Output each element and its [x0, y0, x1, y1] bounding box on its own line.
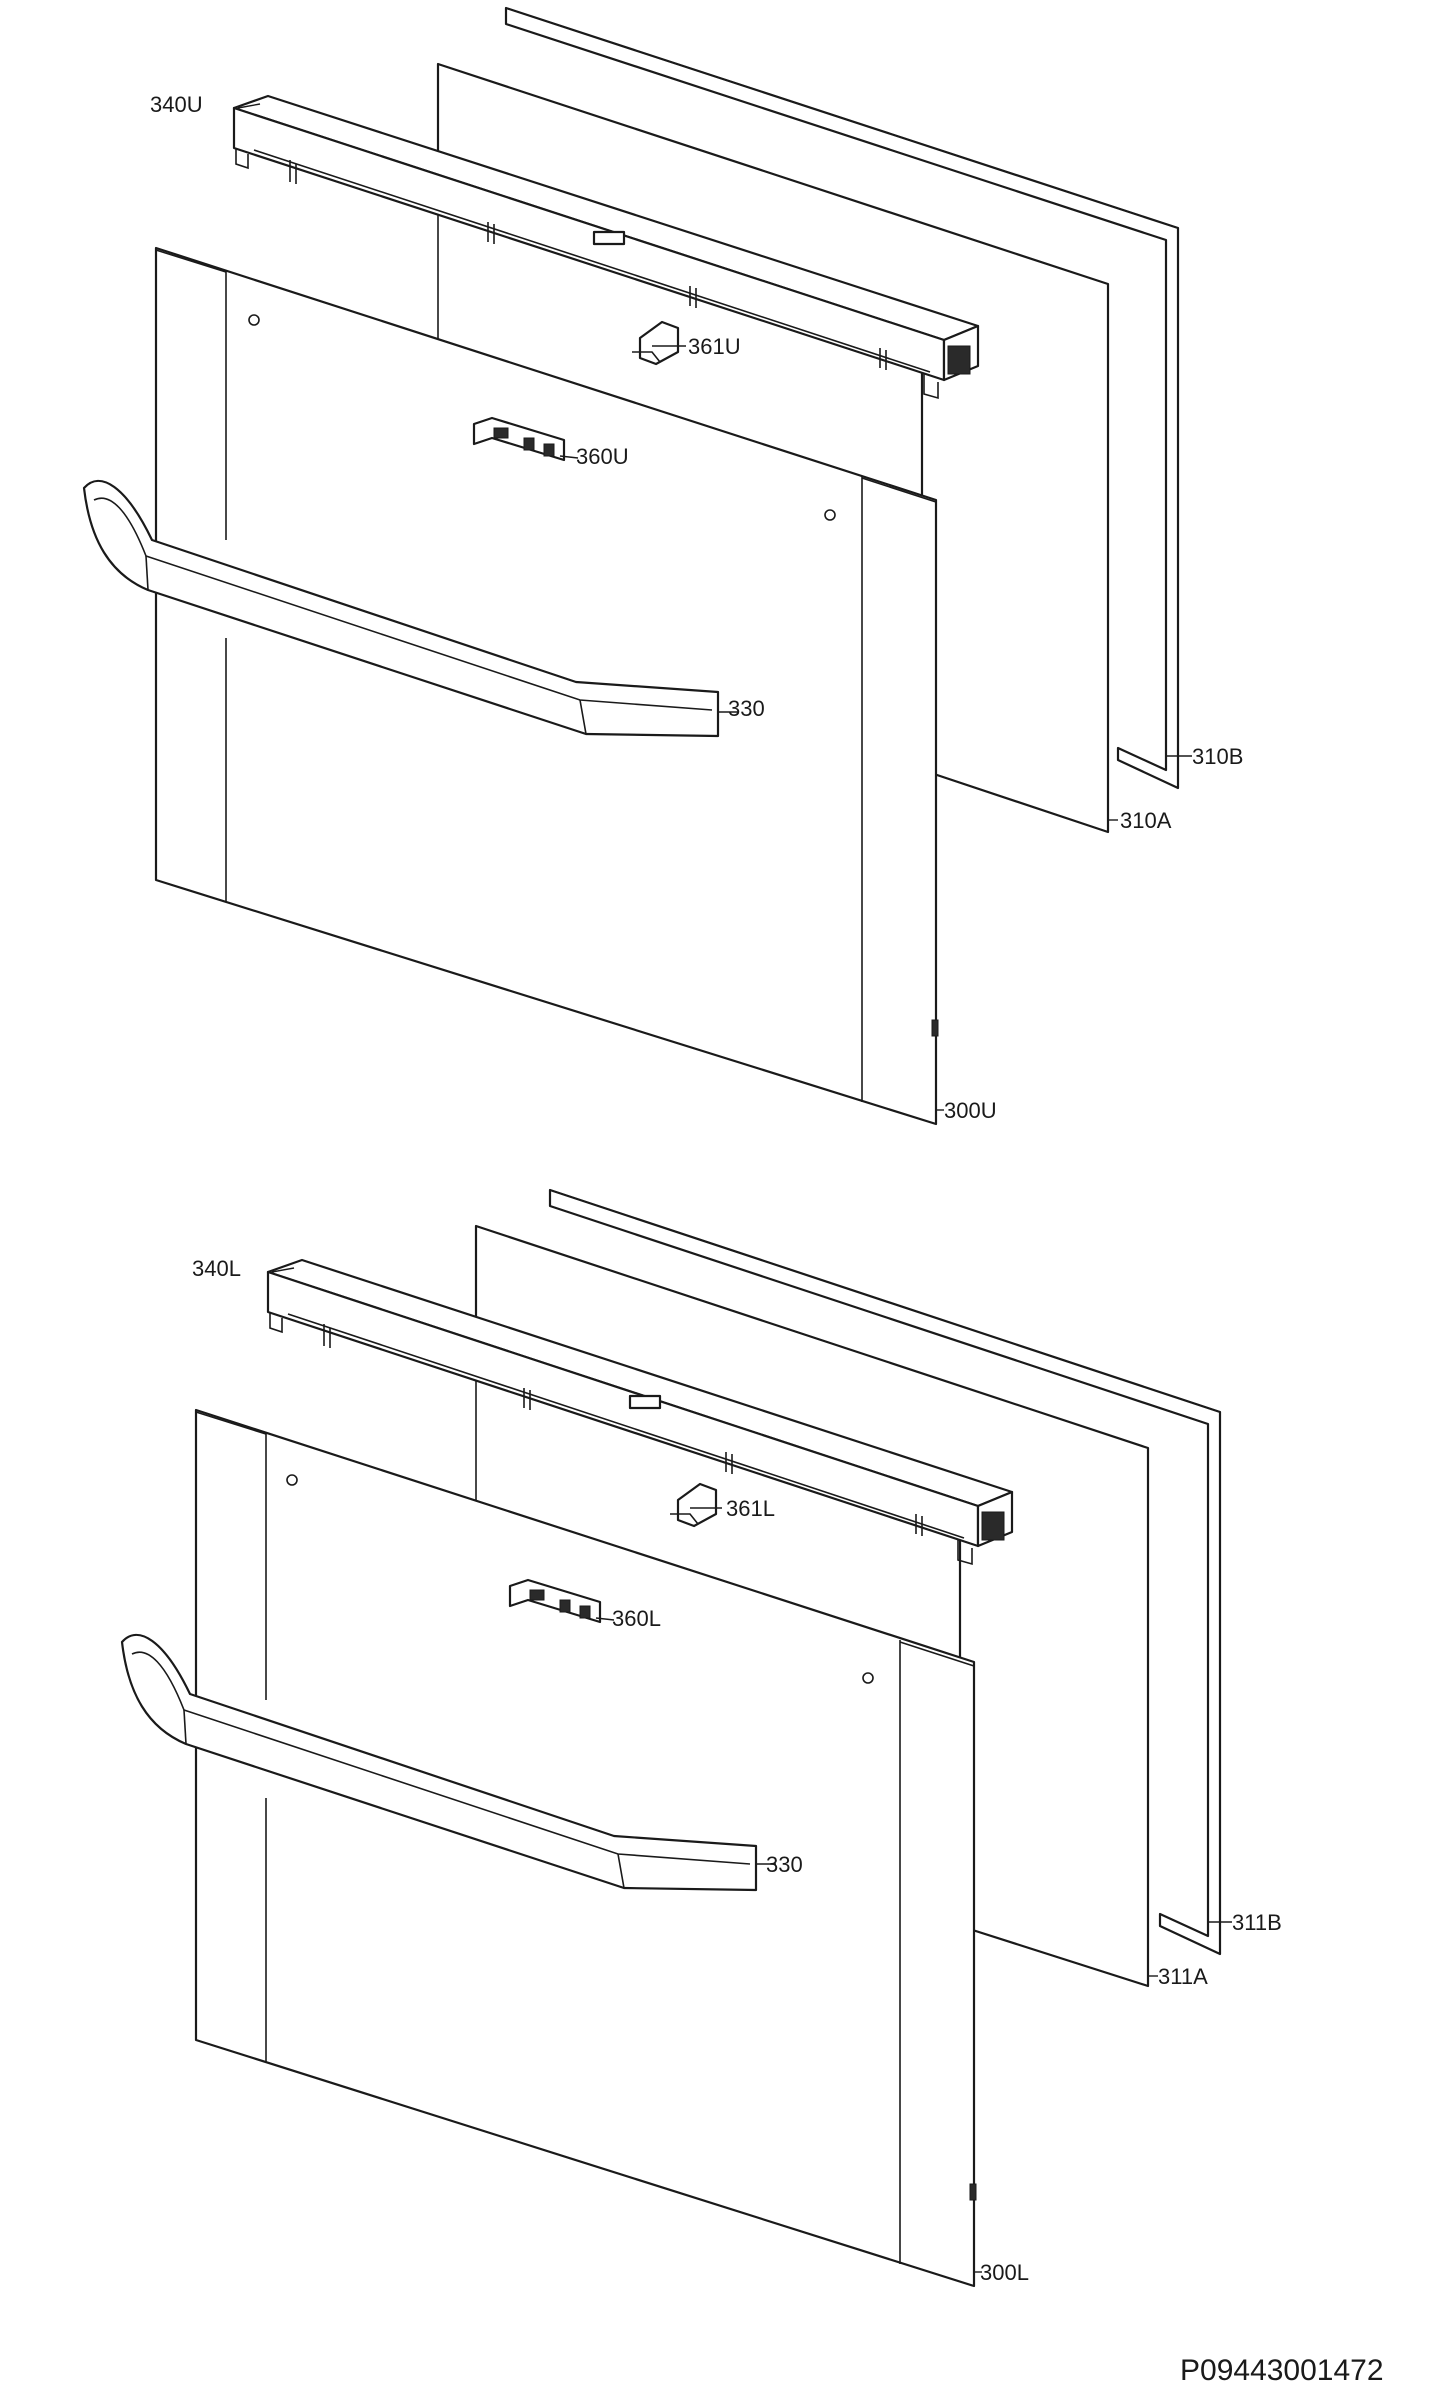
- callout-330-lower: 330: [766, 1852, 803, 1877]
- callout-340U: 340U: [150, 92, 203, 117]
- callout-311A: 311A: [1158, 1964, 1208, 1989]
- callout-labels: 340U 361U 360U 330 310B 310A 300U 340L 3…: [150, 92, 1282, 2285]
- upper-leader-lines: [237, 103, 1192, 1111]
- lower-front-clip: [508, 1578, 602, 1624]
- upper-top-trim: [232, 94, 980, 400]
- upper-rear-clip: [632, 320, 680, 366]
- callout-330-upper: 330: [728, 696, 765, 721]
- callout-300L: 300L: [980, 2260, 1029, 2285]
- document-number: P09443001472: [1180, 2354, 1384, 2387]
- callout-360U: 360U: [576, 444, 629, 469]
- lower-top-trim: [266, 1258, 1014, 1566]
- upper-front-clip: [472, 416, 566, 462]
- callout-310A: 310A: [1120, 808, 1172, 833]
- callout-361U: 361U: [688, 334, 741, 359]
- lower-leader-lines: [271, 1267, 1232, 2273]
- lower-glass-outer-back-edge: [549, 1189, 1221, 1954]
- upper-glass-outer-back-edge: [505, 7, 1179, 788]
- callout-361L: 361L: [726, 1496, 775, 1521]
- lower-door-handle: [120, 1633, 758, 1892]
- callout-310B: 310B: [1192, 744, 1243, 769]
- callout-300U: 300U: [944, 1098, 997, 1123]
- lower-door-assembly: [120, 1188, 1232, 2288]
- upper-door-handle: [82, 479, 720, 738]
- callout-360L: 360L: [612, 1606, 661, 1631]
- upper-door-assembly: [82, 6, 1192, 1126]
- callout-311B: 311B: [1232, 1910, 1282, 1935]
- lower-rear-clip: [670, 1482, 718, 1528]
- callout-340L: 340L: [192, 1256, 241, 1281]
